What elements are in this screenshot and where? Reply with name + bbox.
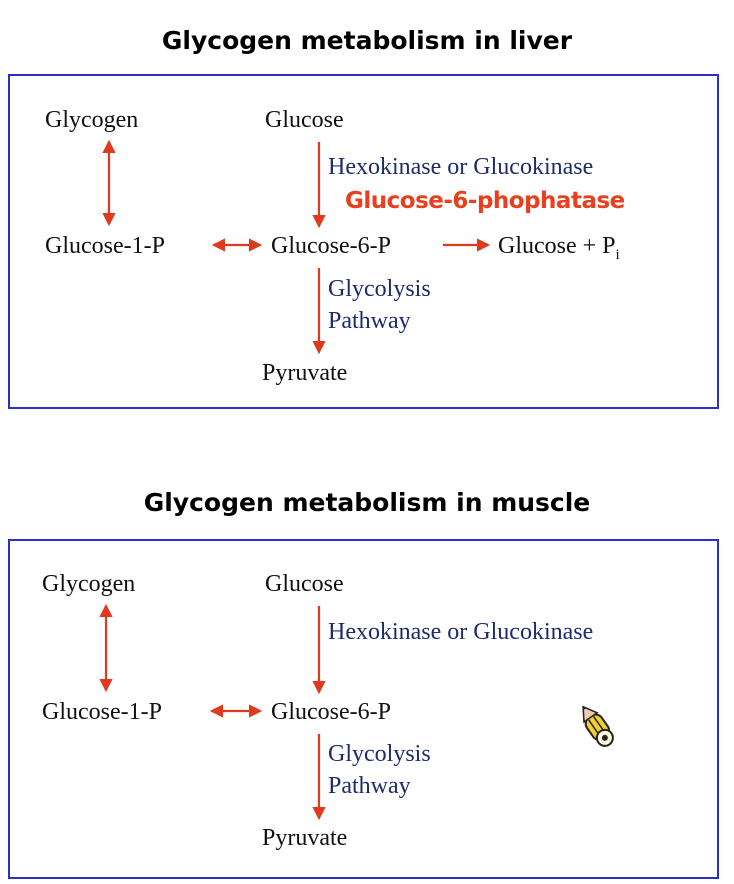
pi-subscript: i xyxy=(615,246,620,263)
liver-glycogen: Glycogen xyxy=(45,107,139,133)
liver-glucose-6-p: Glucose-6-P xyxy=(271,233,391,259)
liver-glucose-1-p: Glucose-1-P xyxy=(45,233,165,259)
liver-glycolysis: Glycolysis xyxy=(328,276,431,302)
muscle-pyruvate: Pyruvate xyxy=(262,825,348,851)
muscle-enzyme-label: Hexokinase or Glucokinase xyxy=(328,619,594,645)
muscle-diagram-box xyxy=(8,539,719,879)
muscle-glycolysis: Glycolysis xyxy=(328,741,431,767)
liver-glucose-plus-pi: Glucose + Pi xyxy=(498,234,620,263)
liver-diagram-box xyxy=(8,74,719,409)
muscle-glucose-1-p: Glucose-1-P xyxy=(42,699,162,725)
glucose-pi-text: Glucose + P xyxy=(498,233,616,259)
liver-glucose: Glucose xyxy=(265,107,344,133)
pencil-cursor-icon xyxy=(582,705,614,747)
liver-title: Glycogen metabolism in liver xyxy=(161,26,573,55)
muscle-pathway: Pathway xyxy=(328,773,411,799)
liver-pyruvate: Pyruvate xyxy=(262,360,348,386)
liver-glucose-6-phosphatase-label: Glucose-6-phophatase xyxy=(345,188,625,214)
muscle-glycogen: Glycogen xyxy=(42,571,136,597)
liver-enzyme-label: Hexokinase or Glucokinase xyxy=(328,154,594,180)
muscle-glucose: Glucose xyxy=(265,571,344,597)
muscle-glucose-6-p: Glucose-6-P xyxy=(271,699,391,725)
liver-pathway: Pathway xyxy=(328,308,411,334)
muscle-title: Glycogen metabolism in muscle xyxy=(143,488,591,517)
